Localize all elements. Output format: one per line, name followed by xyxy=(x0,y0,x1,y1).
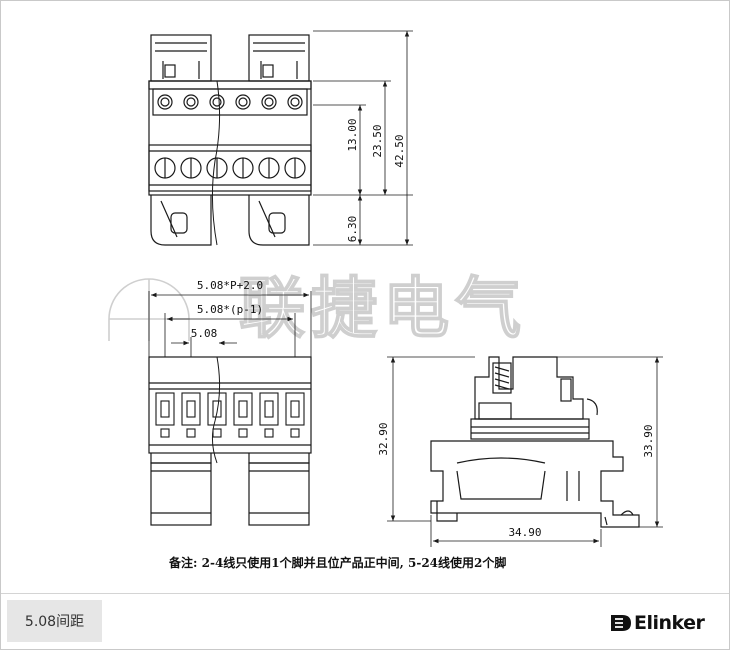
dim-pitch-minus-one: 5.08*(p-1) xyxy=(197,303,263,316)
top-front-view xyxy=(148,34,312,246)
screw-head xyxy=(261,94,277,110)
spring-slot xyxy=(155,392,175,426)
bottom-front-view xyxy=(148,356,312,526)
screw-head xyxy=(183,94,199,110)
dim-pitch-single: 5.08 xyxy=(191,327,218,340)
brand: Elinker xyxy=(610,612,705,634)
screw-head xyxy=(157,94,173,110)
screw-head xyxy=(287,94,303,110)
dim-32-90: 32.90 xyxy=(377,422,390,455)
side-view xyxy=(430,356,640,528)
contact-pin xyxy=(264,428,274,438)
spring-slot-inner xyxy=(264,400,274,418)
screw-head xyxy=(209,94,225,110)
dim-6-30: 6.30 xyxy=(346,216,359,243)
top-dimension-lines xyxy=(313,30,413,246)
footer-bar xyxy=(1,593,729,649)
pitch-label: 5.08间距 xyxy=(7,600,102,642)
bottom-spring-slots xyxy=(155,392,305,438)
spring-slot xyxy=(259,392,279,426)
screw-head-inner xyxy=(160,97,170,107)
spring-slot-inner xyxy=(238,400,248,418)
screw-head-inner xyxy=(186,97,196,107)
screw-head-inner xyxy=(212,97,222,107)
top-wire-entries xyxy=(154,157,306,179)
pitch-dimension-lines xyxy=(148,291,312,357)
technical-drawing: 42.50 23.50 13.00 6.30 联捷电气 5.08*P+2.0 5… xyxy=(108,30,663,547)
note-text: 备注: 2-4线只使用1个脚并且位产品正中间, 5-24线使用2个脚 xyxy=(169,556,507,570)
dim-42-50: 42.50 xyxy=(393,134,406,167)
side-dimension-lines xyxy=(387,356,663,547)
dim-13-00: 13.00 xyxy=(346,118,359,151)
dim-pitch-total: 5.08*P+2.0 xyxy=(197,279,263,292)
spring-slot-inner xyxy=(160,400,170,418)
screw-head xyxy=(235,94,251,110)
dim-34-90: 34.90 xyxy=(508,526,541,539)
contact-pin xyxy=(160,428,170,438)
contact-pin xyxy=(212,428,222,438)
spring-slot-inner xyxy=(212,400,222,418)
spring-slot xyxy=(233,392,253,426)
spring-slot xyxy=(181,392,201,426)
spring-slot xyxy=(285,392,305,426)
watermark-text: 联捷电气 xyxy=(239,270,527,347)
contact-pin xyxy=(186,428,196,438)
contact-pin xyxy=(290,428,300,438)
screw-head-inner xyxy=(290,97,300,107)
screw-head-inner xyxy=(238,97,248,107)
spring-slot-inner xyxy=(186,400,196,418)
screw-head-inner xyxy=(264,97,274,107)
dim-23-50: 23.50 xyxy=(371,124,384,157)
dim-33-90: 33.90 xyxy=(642,424,655,457)
contact-pin xyxy=(238,428,248,438)
top-screw-heads xyxy=(157,94,303,110)
brand-name: Elinker xyxy=(634,612,705,634)
spring-slot-inner xyxy=(290,400,300,418)
elinker-logo-icon xyxy=(611,615,631,631)
spring-slot xyxy=(207,392,227,426)
